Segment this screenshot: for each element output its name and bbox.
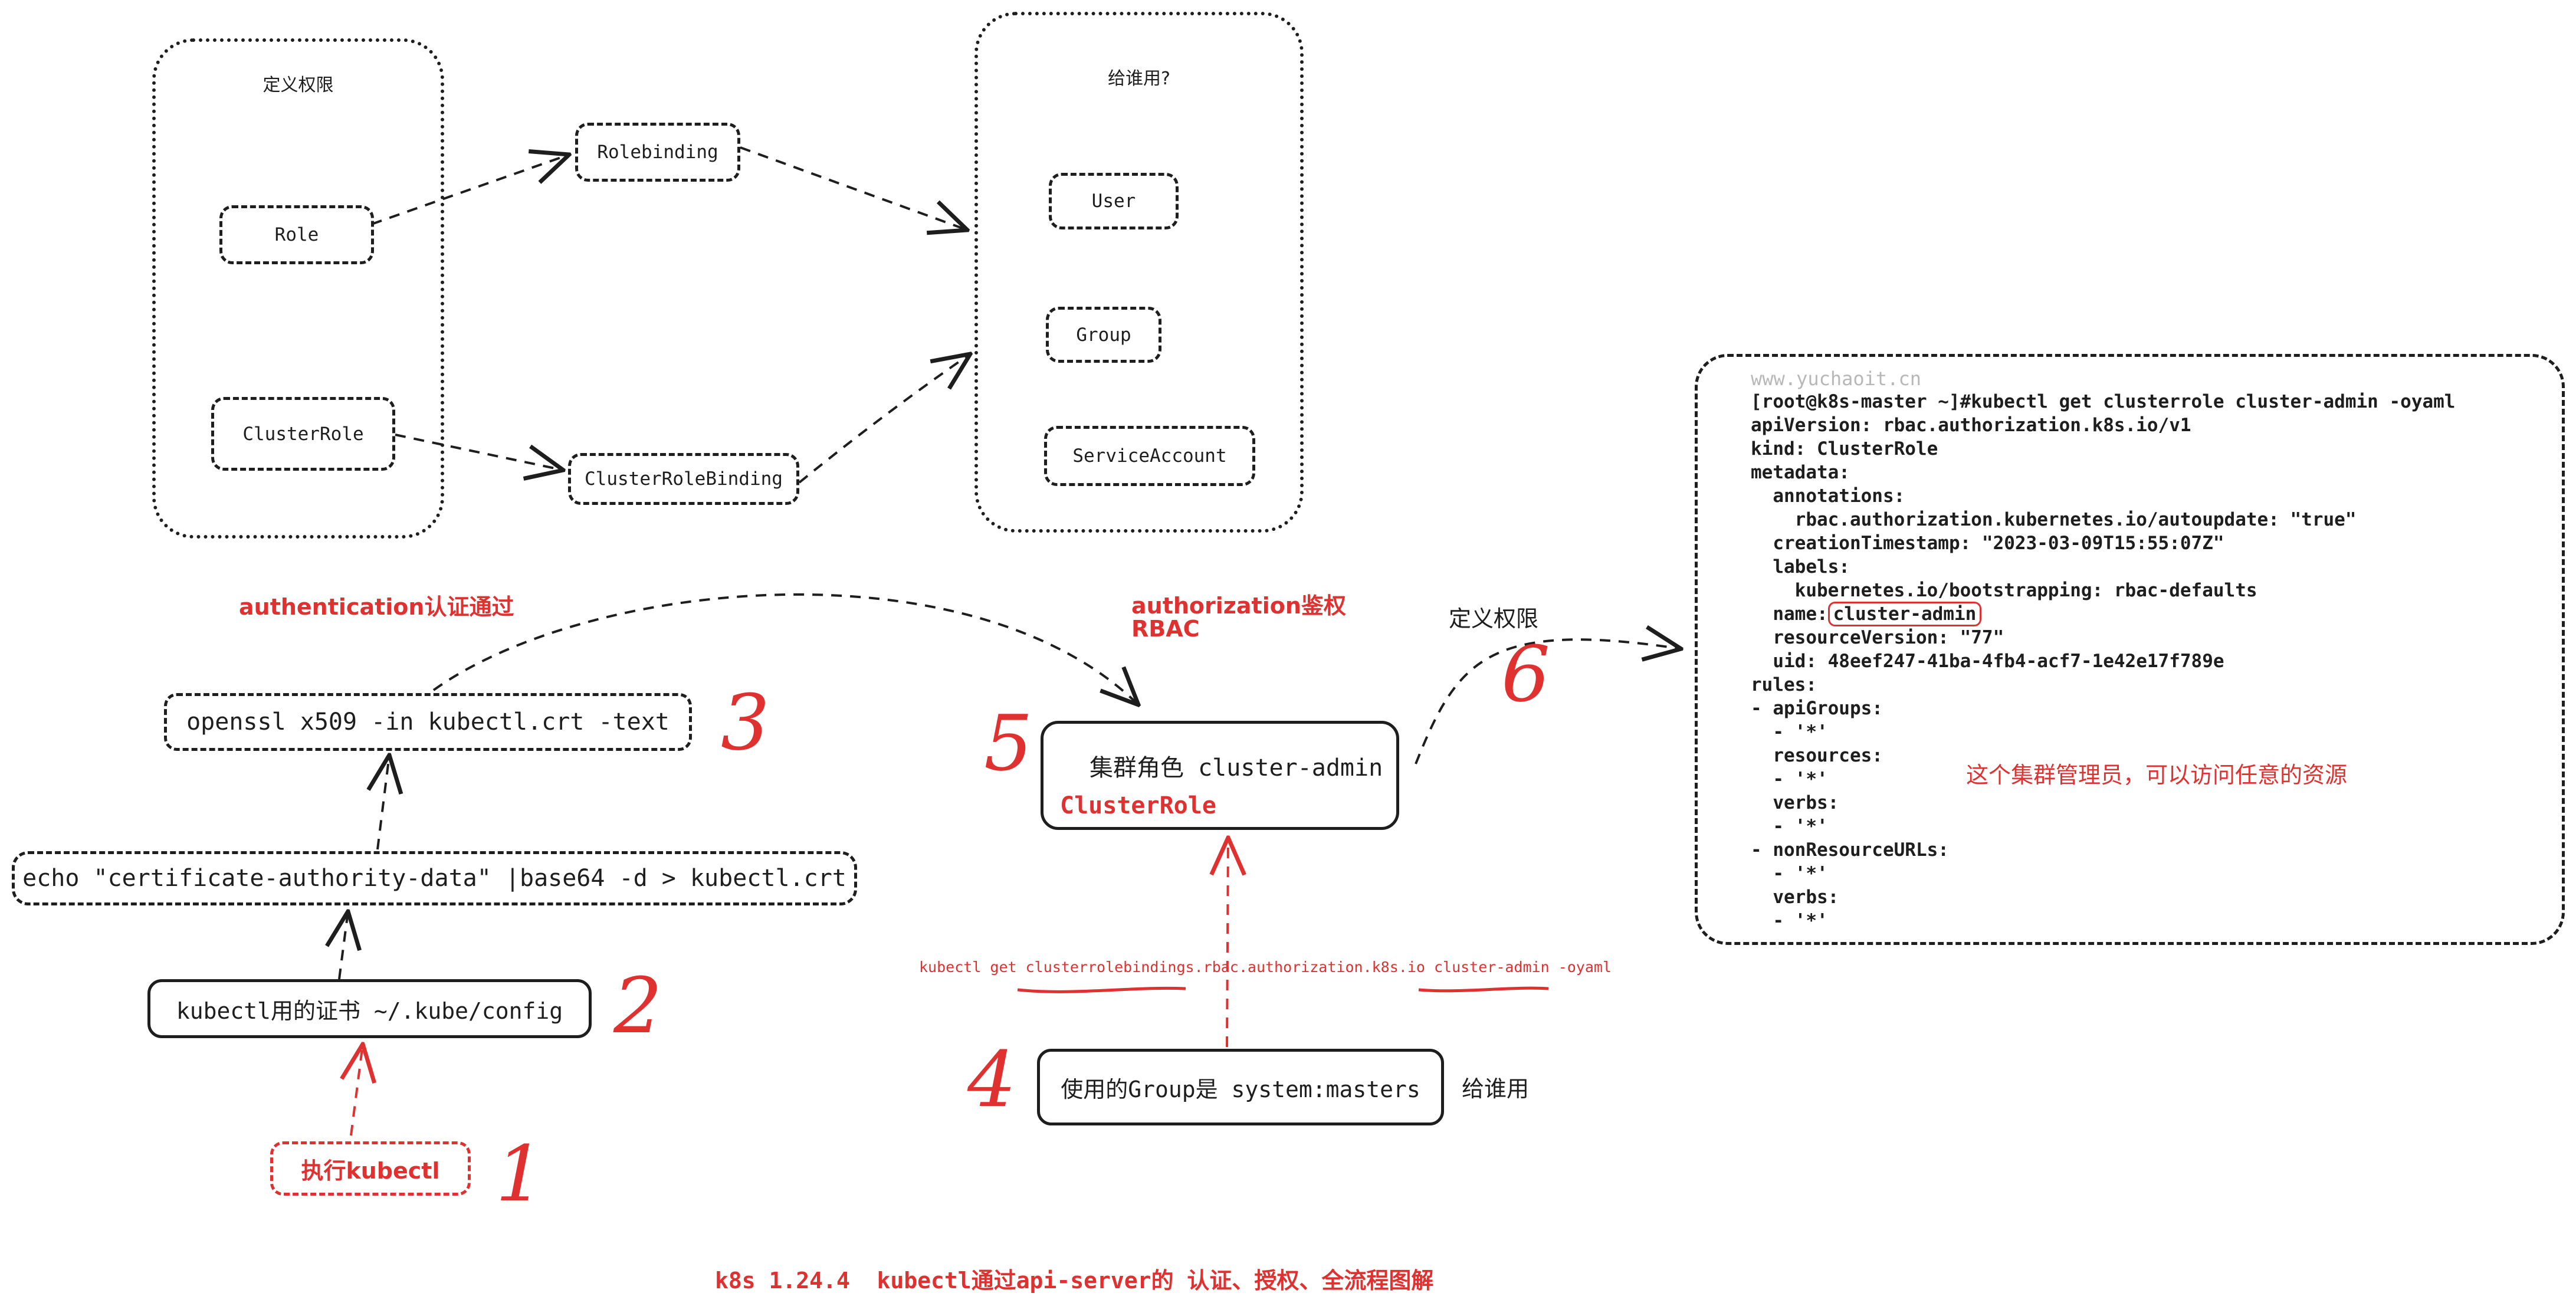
yaml-code-lines: [root@k8s-master ~]#kubectl get clusterr… [1751, 390, 2455, 933]
permission-group: 定义权限 [152, 38, 444, 539]
echo-command-node[interactable]: echo "certificate-authority-data" |base6… [12, 851, 857, 905]
system-masters-group-label: 使用的Group是 system:masters [1061, 1076, 1420, 1102]
yaml-line: annotations: [1751, 485, 1905, 507]
step-6-number: 6 [1501, 629, 1550, 719]
arrow-openssl-to-cluster-admin [432, 593, 1138, 705]
rolebinding-label: Rolebinding [597, 142, 718, 163]
yaml-line: labels: [1751, 556, 1850, 577]
service-account-node[interactable]: ServiceAccount [1044, 426, 1255, 486]
cluster-role-binding-label: ClusterRoleBinding [585, 468, 783, 490]
yaml-line: - nonResourceURLs: [1751, 839, 1949, 861]
yaml-annotation: 这个集群管理员，可以访问任意的资源 [1966, 762, 2348, 788]
exec-kubectl-label: 执行kubectl [301, 1157, 440, 1184]
cluster-role-binding-node[interactable]: ClusterRoleBinding [568, 453, 799, 505]
define-permission-label: 定义权限 [1449, 606, 1539, 632]
yaml-line: - '*' [1751, 769, 1828, 790]
yaml-line: resourceVersion: "77" [1751, 627, 2004, 648]
cluster-role-label: ClusterRole [242, 423, 364, 445]
yaml-line: - '*' [1751, 863, 1828, 884]
arrow-rolebinding-to-subjects [740, 146, 967, 230]
yaml-line: - apiGroups: [1751, 698, 1883, 719]
user-node[interactable]: User [1049, 173, 1179, 229]
authorization-label-line1: authorization鉴权 [1131, 593, 1346, 619]
yaml-output-panel: www.yuchaoit.cn [root@k8s-master ~]#kube… [1695, 354, 2565, 945]
yaml-line: metadata: [1751, 462, 1850, 483]
arrow-config-to-echo [339, 911, 348, 980]
step-4-number: 4 [967, 1035, 1016, 1124]
authentication-label: authentication认证通过 [239, 594, 514, 620]
underline-cluster-admin [1418, 986, 1549, 993]
cluster-admin-highlight: cluster-admin [1827, 602, 1982, 626]
step-1-number: 1 [495, 1129, 544, 1219]
yaml-line: verbs: [1751, 792, 1839, 813]
yaml-line: verbs: [1751, 887, 1839, 908]
group-node[interactable]: Group [1046, 307, 1161, 363]
yaml-line: uid: 48eef247-41ba-4fb4-acf7-1e42e17f789… [1751, 651, 2224, 672]
cluster-admin-role-kind: ClusterRole [1060, 792, 1216, 819]
rolebinding-node[interactable]: Rolebinding [575, 123, 740, 182]
yaml-line: - '*' [1751, 910, 1828, 931]
arrow-clusterrole-to-binding [395, 434, 563, 470]
arrow-role-to-rolebinding [371, 155, 569, 225]
yaml-line: - '*' [1751, 721, 1828, 743]
subject-group: 给谁用? [974, 12, 1304, 533]
yaml-line: kind: ClusterRole [1751, 438, 1938, 460]
service-account-label: ServiceAccount [1072, 445, 1227, 467]
arrow-exec-to-config [351, 1044, 363, 1136]
cluster-admin-role-node[interactable]: 集群角色 cluster-admin ClusterRole [1041, 721, 1399, 830]
system-masters-group-node[interactable]: 使用的Group是 system:masters [1037, 1049, 1444, 1125]
arrow-binding-to-subjects [798, 354, 970, 484]
subject-group-title: 给谁用? [1108, 68, 1170, 89]
step-2-number: 2 [613, 961, 662, 1051]
yaml-line: rbac.authorization.kubernetes.io/autoupd… [1751, 509, 2357, 530]
cluster-admin-role-text: 集群角色 cluster-admin [1090, 754, 1383, 782]
diagram-caption: k8s 1.24.4 kubectl通过api-server的 认证、授权、全流… [715, 1268, 1434, 1294]
step-3-number: 3 [721, 678, 770, 767]
watermark-text: www.yuchaoit.cn [1751, 367, 1921, 390]
arrow-cluster-admin-to-yaml [1415, 639, 1681, 764]
underline-clusterrolebindings [1017, 986, 1186, 993]
clusterrolebinding-command-label: kubectl get clusterrolebindings.rbac.aut… [919, 959, 1612, 976]
yaml-line-name: name:cluster-admin [1751, 602, 2455, 626]
yaml-line: apiVersion: rbac.authorization.k8s.io/v1 [1751, 415, 2191, 436]
give-to-label: 给谁用 [1462, 1076, 1530, 1102]
kube-config-node[interactable]: kubectl用的证书 ~/.kube/config [147, 979, 592, 1038]
permission-group-title: 定义权限 [262, 75, 334, 96]
yaml-name-key: name: [1751, 603, 1828, 625]
arrow-echo-to-openssl [378, 755, 389, 850]
yaml-line: resources: [1751, 745, 1883, 766]
role-label: Role [274, 224, 319, 245]
kube-config-label: kubectl用的证书 ~/.kube/config [176, 997, 563, 1024]
yaml-line: kubernetes.io/bootstrapping: rbac-defaul… [1751, 580, 2257, 601]
yaml-line: rules: [1751, 674, 1817, 695]
yaml-line: creationTimestamp: "2023-03-09T15:55:07Z… [1751, 533, 2224, 554]
echo-command-label: echo "certificate-authority-data" |base6… [22, 865, 846, 892]
step-5-number: 5 [984, 698, 1033, 788]
arrow-group-to-cluster-admin [1227, 838, 1228, 1048]
user-label: User [1091, 191, 1136, 212]
yaml-line: - '*' [1751, 816, 1828, 837]
exec-kubectl-node[interactable]: 执行kubectl [270, 1141, 471, 1196]
role-node[interactable]: Role [219, 205, 374, 264]
cluster-role-node[interactable]: ClusterRole [211, 397, 395, 471]
authorization-label-line2: RBAC [1131, 616, 1200, 642]
openssl-command-node[interactable]: openssl x509 -in kubectl.crt -text [164, 693, 692, 751]
openssl-command-label: openssl x509 -in kubectl.crt -text [186, 708, 670, 736]
group-label: Group [1076, 324, 1131, 346]
yaml-line: [root@k8s-master ~]#kubectl get clusterr… [1751, 391, 2456, 412]
